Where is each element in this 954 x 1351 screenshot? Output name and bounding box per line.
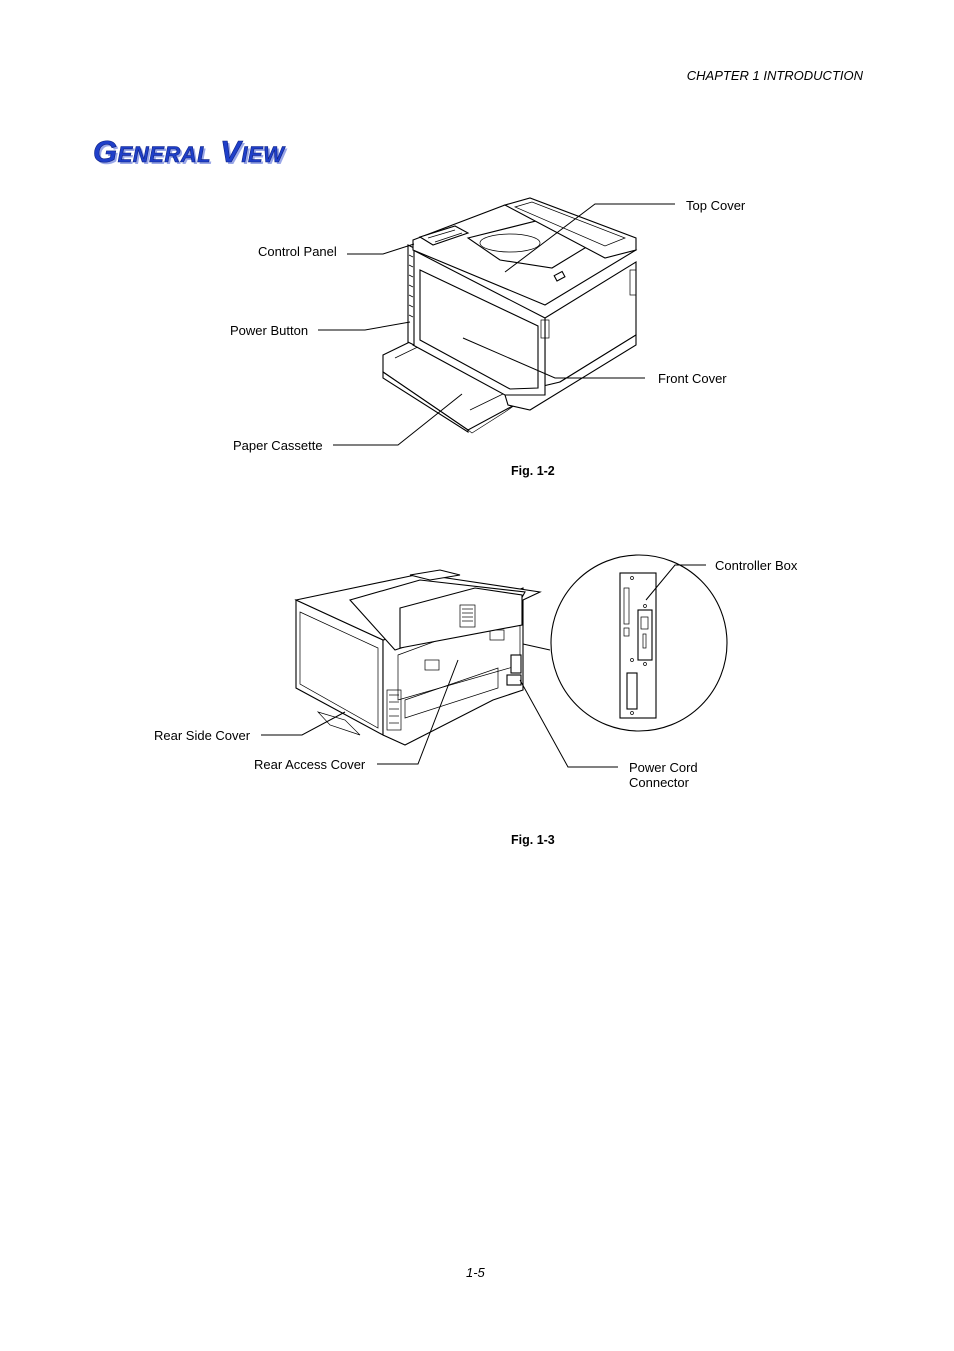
page-number: 1-5 <box>466 1265 485 1280</box>
figure-caption-1-2: Fig. 1-2 <box>511 464 555 478</box>
label-power-cord-connector: Power Cord Connector <box>629 760 698 790</box>
label-power-cord-connector-line1: Power Cord <box>629 760 698 775</box>
label-front-cover: Front Cover <box>658 371 727 386</box>
chapter-header: CHAPTER 1 INTRODUCTION <box>686 68 863 83</box>
label-rear-access-cover: Rear Access Cover <box>254 757 366 772</box>
label-controller-box: Controller Box <box>715 558 798 573</box>
label-paper-cassette: Paper Cassette <box>233 438 323 453</box>
label-rear-side-cover: Rear Side Cover <box>154 728 251 743</box>
figure-caption-1-3: Fig. 1-3 <box>511 833 555 847</box>
label-power-button: Power Button <box>230 323 309 338</box>
page-title: General View <box>93 134 285 170</box>
label-top-cover: Top Cover <box>686 198 746 213</box>
label-power-cord-connector-line2: Connector <box>629 775 689 790</box>
label-control-panel: Control Panel <box>258 244 337 259</box>
